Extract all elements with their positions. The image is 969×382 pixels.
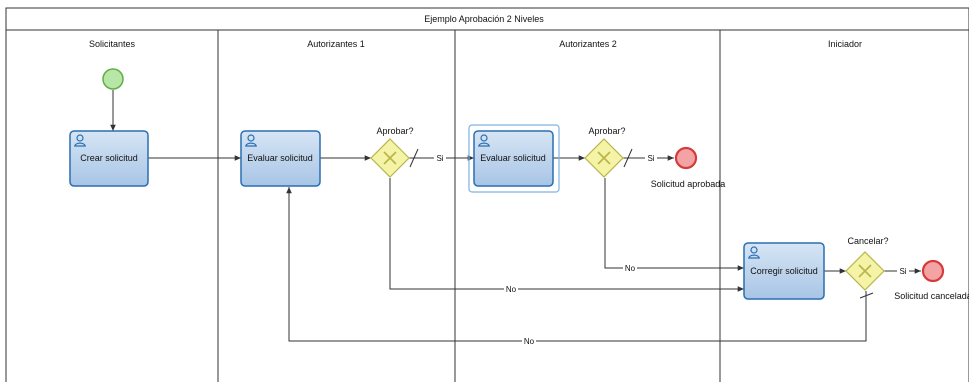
lanes: Solicitantes Autorizantes 1 Autorizantes… [89,30,862,382]
end-event-label: Solicitud cancelada [894,291,969,301]
lane-title-autorizantes-1: Autorizantes 1 [307,39,365,49]
task-label: Evaluar solicitud [247,153,313,163]
flow-label-no: No [506,285,517,294]
task-label: Evaluar solicitud [480,153,546,163]
flow-label-no: No [524,337,535,346]
end-event-label: Solicitud aprobada [651,179,726,189]
lane-title-iniciador: Iniciador [828,39,862,49]
flow-labels: Si Si No No No Si [434,153,909,346]
exclusive-x-icon [383,151,397,165]
default-flow-marker [859,292,874,299]
task-corregir-solicitud[interactable]: Corregir solicitud [743,242,825,300]
gateway-aprobar-2[interactable]: Aprobar? [584,126,626,178]
gateway-cancelar[interactable]: Cancelar? [845,236,889,291]
gateway-label: Aprobar? [588,126,625,136]
flow-label-no: No [625,264,636,273]
flow-label-si: Si [436,154,443,163]
lane-title-autorizantes-2: Autorizantes 2 [559,39,617,49]
start-event[interactable] [102,68,124,90]
task-evaluar-solicitud-2[interactable]: Evaluar solicitud [468,124,560,193]
flow-aprobar1-no[interactable] [389,178,744,292]
exclusive-x-icon [858,264,872,278]
flow-label-si: Si [899,267,906,276]
sequence-flows [110,90,921,342]
task-label: Crear solicitud [80,153,138,163]
selection-frame [468,124,560,193]
gateway-label: Cancelar? [847,236,888,246]
default-flow-marker [409,148,419,168]
end-event-cancelada[interactable]: Solicitud cancelada [894,259,969,301]
flow-label-si: Si [647,154,654,163]
flow-aprobar2-no[interactable] [604,178,744,271]
task-label: Corregir solicitud [750,266,818,276]
exclusive-x-icon [597,151,611,165]
task-evaluar-solicitud-1[interactable]: Evaluar solicitud [240,130,321,187]
gateway-label: Aprobar? [376,126,413,136]
task-crear-solicitud[interactable]: Crear solicitud [69,130,149,187]
pool[interactable]: Ejemplo Aprobación 2 Niveles [5,7,969,382]
pool-title: Ejemplo Aprobación 2 Niveles [424,14,544,24]
end-event-aprobada[interactable]: Solicitud aprobada [651,146,726,189]
flow-cancelar-no[interactable] [286,187,867,342]
default-flow-marker [623,148,633,168]
gateway-aprobar-1[interactable]: Aprobar? [370,126,414,178]
lane-title-solicitantes: Solicitantes [89,39,136,49]
